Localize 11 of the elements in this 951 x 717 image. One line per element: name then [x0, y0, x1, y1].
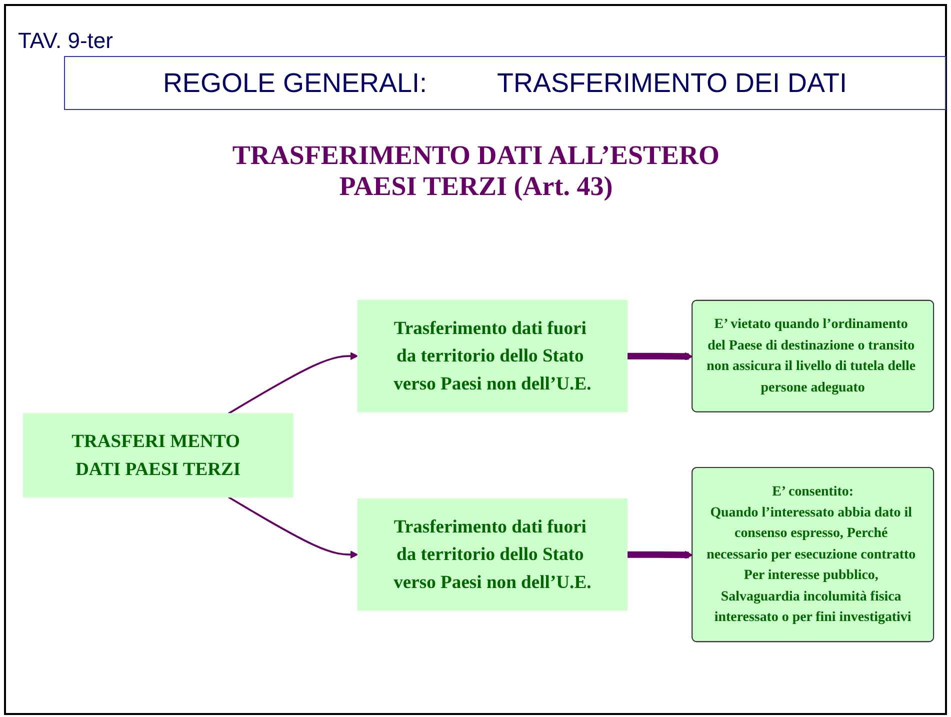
- arrow: [627, 352, 693, 361]
- arrow: [228, 352, 358, 414]
- title: TRASFERIMENTO DATI ALL’ESTERO PAESI TERZI (Art. 43): [231, 140, 721, 202]
- slide-number: TAV. 9-ter: [18, 28, 113, 54]
- node-box: TRASFERI MENTO DATI PAESI TERZI: [22, 413, 294, 498]
- node-box: Trasferimento dati fuori da territorio dello Stato verso Paesi non dell’U.E.: [357, 498, 628, 611]
- arrow: [228, 496, 358, 559]
- banner-heading: TRASFERIMENTO DEI DATI: [497, 68, 848, 98]
- node-box: Trasferimento dati fuori da territorio dello Stato verso Paesi non dell’U.E.: [357, 300, 628, 412]
- arrow: [627, 550, 693, 560]
- banner-heading: REGOLE GENERALI:: [162, 68, 428, 98]
